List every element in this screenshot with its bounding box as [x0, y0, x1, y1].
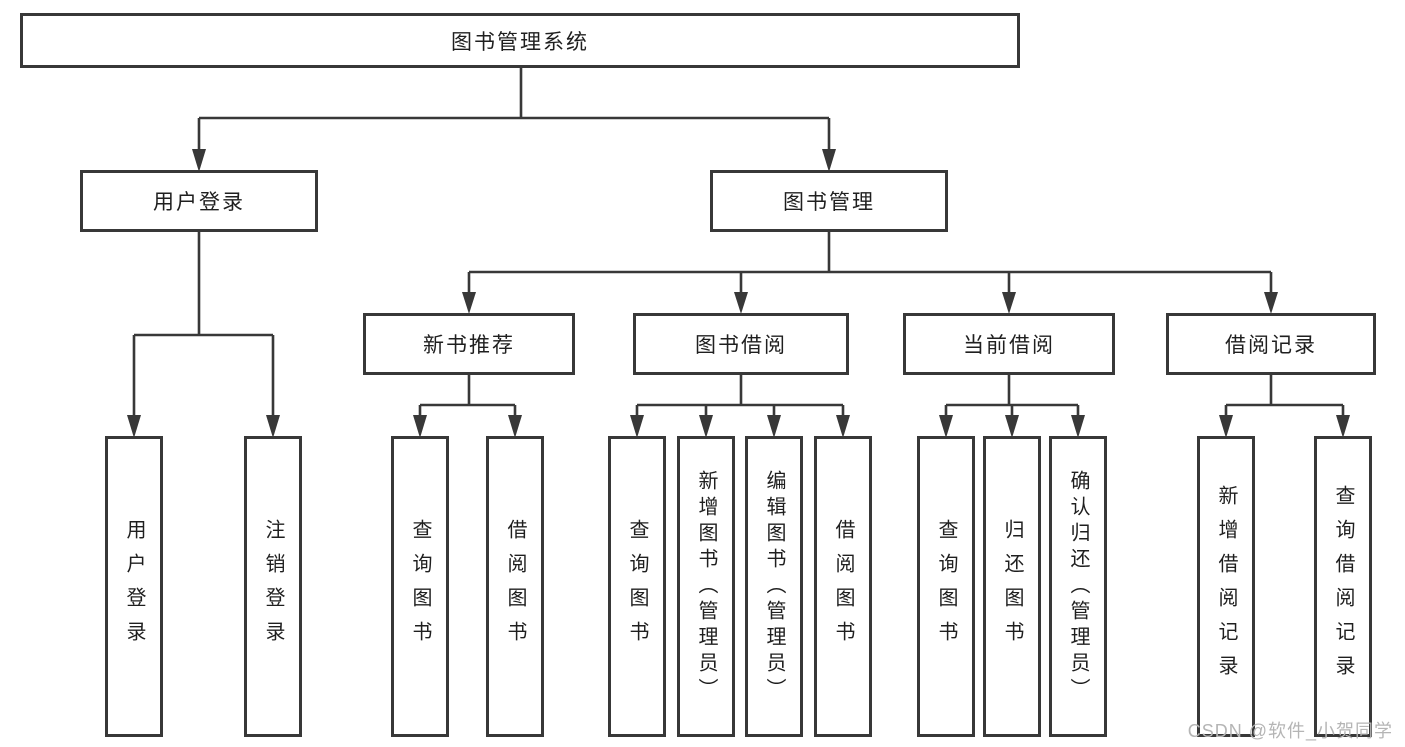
leaf-logout: 注销登录 [244, 436, 302, 737]
node-user-login-branch: 用户登录 [80, 170, 318, 232]
node-book-management-branch: 图书管理 [710, 170, 948, 232]
leaf-add-borrow-record: 新增借阅记录 [1197, 436, 1255, 737]
leaf-search-books: 查询图书 [391, 436, 449, 737]
leaf-edit-books-admin: 编辑图书（管理员） [745, 436, 803, 737]
arrowheads [127, 149, 1350, 438]
leaf-confirm-return-admin: 确认归还（管理员） [1049, 436, 1107, 737]
leaf-search-books: 查询图书 [917, 436, 975, 737]
leaf-borrow-books: 借阅图书 [486, 436, 544, 737]
node-borrowing-records: 借阅记录 [1166, 313, 1376, 375]
leaf-return-books: 归还图书 [983, 436, 1041, 737]
leaf-add-books-admin: 新增图书（管理员） [677, 436, 735, 737]
node-new-book-recommendation: 新书推荐 [363, 313, 575, 375]
tree-edges [132, 68, 1345, 416]
node-current-borrowing: 当前借阅 [903, 313, 1115, 375]
leaf-borrow-books: 借阅图书 [814, 436, 872, 737]
csdn-watermark: CSDN @软件_小贺同学 [1187, 721, 1393, 741]
node-library-management-system: 图书管理系统 [20, 13, 1020, 68]
leaf-user-login: 用户登录 [105, 436, 163, 737]
node-book-borrowing: 图书借阅 [633, 313, 849, 375]
leaf-search-books: 查询图书 [608, 436, 666, 737]
leaf-search-borrow-record: 查询借阅记录 [1314, 436, 1372, 737]
